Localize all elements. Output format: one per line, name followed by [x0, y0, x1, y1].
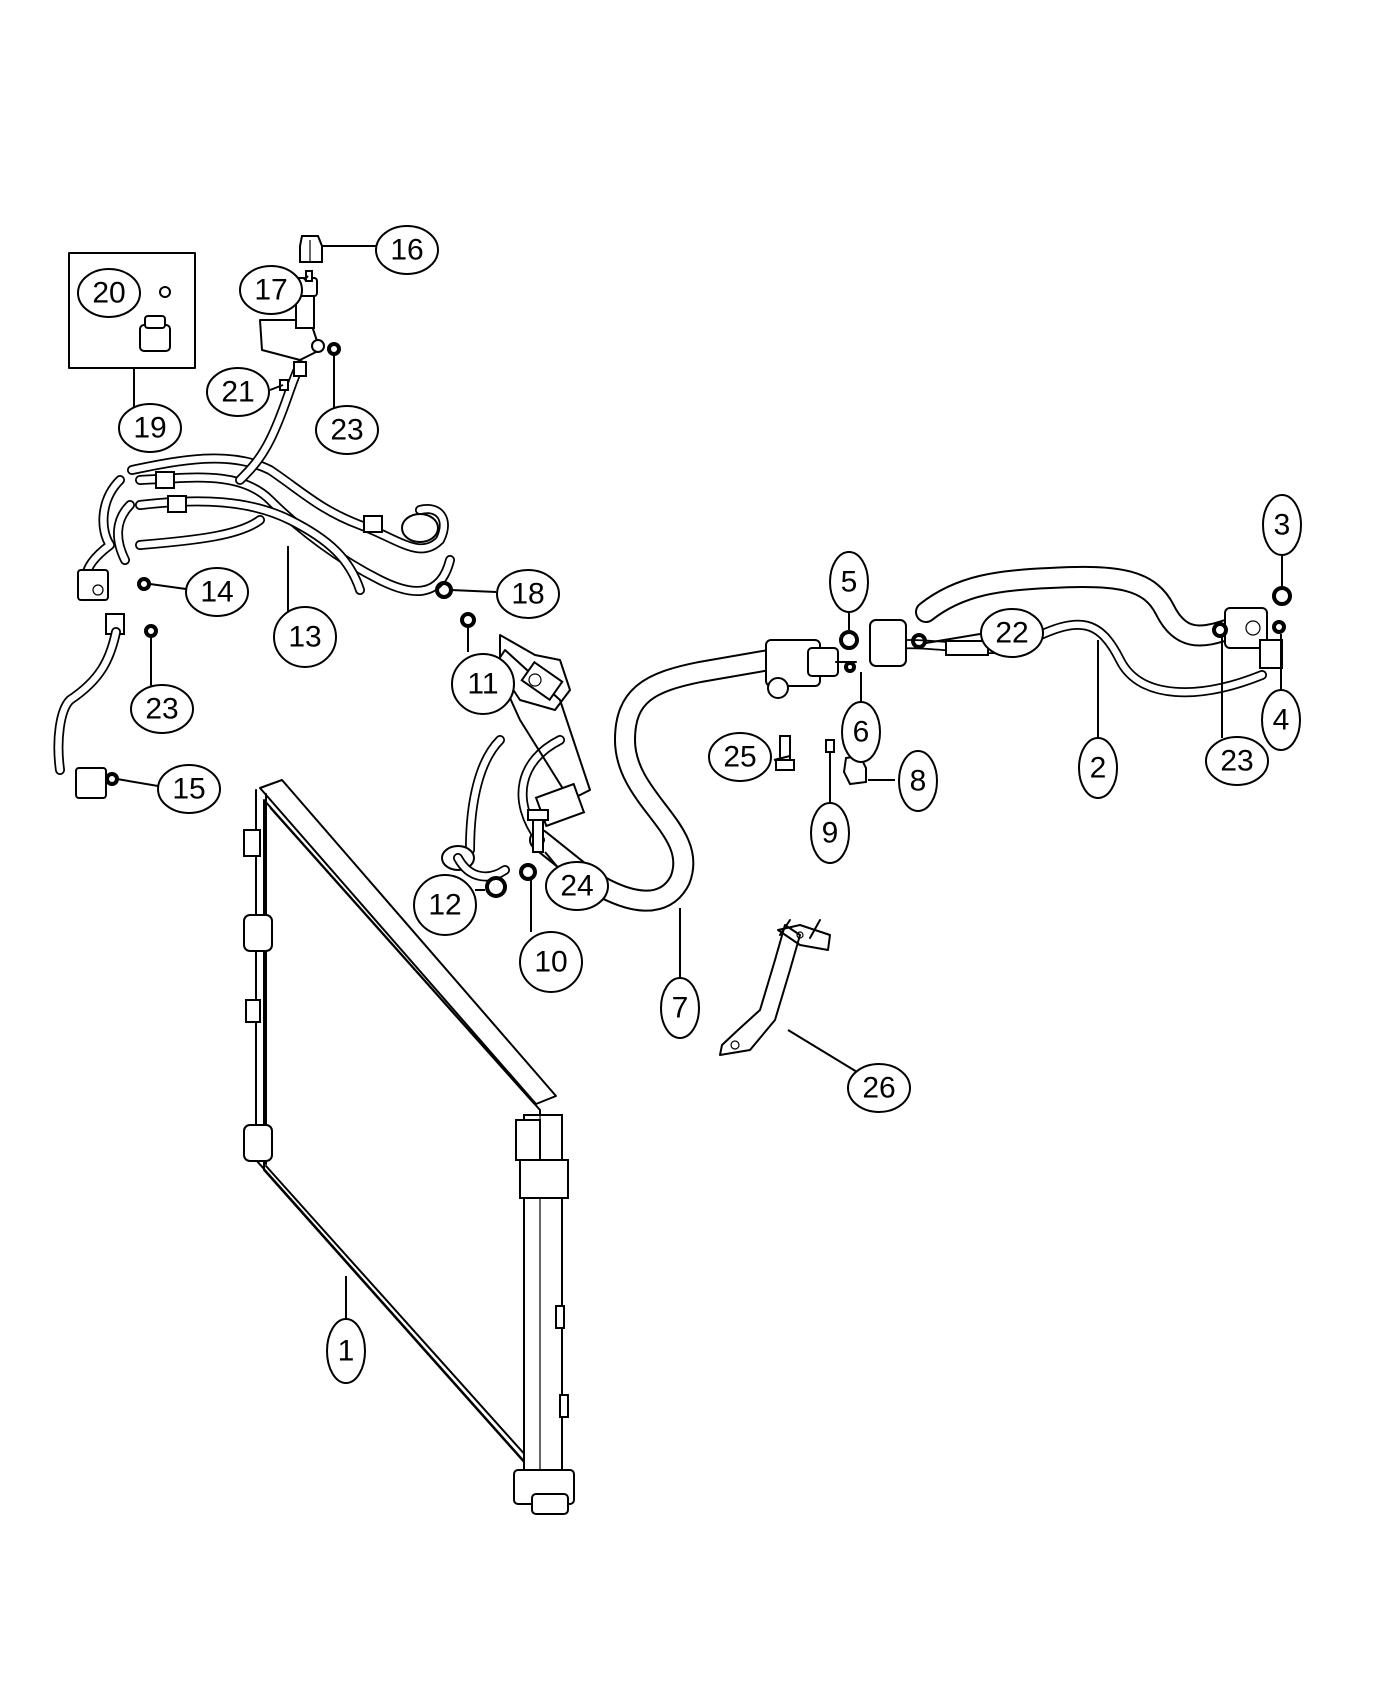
- svg-text:10: 10: [534, 946, 567, 979]
- ac-line-part-2: [869, 565, 1283, 698]
- svg-text:3: 3: [1274, 509, 1291, 542]
- svg-text:8: 8: [910, 765, 927, 798]
- svg-text:20: 20: [92, 277, 125, 310]
- svg-text:16: 16: [390, 234, 423, 267]
- callout-18: 18: [496, 569, 560, 619]
- callout-4: 4: [1261, 689, 1301, 751]
- callout-15: 15: [157, 764, 221, 814]
- kit-box-19: [68, 252, 196, 369]
- svg-text:1: 1: [338, 1335, 355, 1368]
- svg-text:11: 11: [467, 668, 498, 701]
- svg-text:24: 24: [560, 870, 593, 903]
- svg-text:13: 13: [288, 621, 321, 654]
- svg-text:23: 23: [330, 414, 363, 447]
- svg-text:9: 9: [822, 817, 839, 850]
- o-ring-part-15: [105, 772, 119, 786]
- callout-23-top: 23: [315, 405, 379, 455]
- svg-text:6: 6: [853, 716, 870, 749]
- callout-2: 2: [1078, 737, 1118, 799]
- callout-21: 21: [206, 367, 270, 417]
- callout-12: 12: [413, 874, 477, 936]
- callout-17: 17: [239, 265, 303, 315]
- nut-part-23-right: [1212, 622, 1228, 638]
- ac-line-part-13: [53, 453, 455, 799]
- bolt-part-24: [527, 809, 549, 853]
- o-ring-part-12: [485, 876, 507, 898]
- callout-16: 16: [375, 225, 439, 275]
- o-ring-part-4: [1272, 620, 1286, 634]
- valve-core-part-17: [305, 270, 313, 282]
- callout-9: 9: [810, 802, 850, 864]
- svg-text:12: 12: [428, 889, 461, 922]
- charge-port-assembly: [235, 277, 325, 485]
- callout-10: 10: [519, 931, 583, 993]
- svg-text:23: 23: [145, 693, 178, 726]
- o-ring-part-10: [519, 863, 537, 881]
- callout-25: 25: [708, 732, 772, 782]
- svg-text:26: 26: [862, 1072, 895, 1105]
- callout-26: 26: [847, 1063, 911, 1113]
- callout-1: 1: [326, 1318, 366, 1384]
- callout-24: 24: [545, 861, 609, 911]
- o-ring-part-14: [137, 577, 151, 591]
- svg-text:23: 23: [1220, 745, 1253, 778]
- callout-3: 3: [1262, 494, 1302, 556]
- fitting-part-21: [279, 379, 289, 391]
- bracket-part-26: [719, 919, 831, 1056]
- callout-23-left: 23: [130, 684, 194, 734]
- condenser-part: [243, 779, 575, 1515]
- svg-text:7: 7: [672, 992, 689, 1025]
- bolt-part-25: [775, 735, 795, 771]
- svg-text:18: 18: [511, 578, 544, 611]
- callout-8: 8: [898, 750, 938, 812]
- callout-22: 22: [980, 608, 1044, 658]
- fitting-part-9: [825, 739, 835, 753]
- service-cap-part-16: [299, 235, 323, 263]
- svg-text:5: 5: [841, 566, 858, 599]
- callout-13: 13: [273, 606, 337, 668]
- svg-text:22: 22: [995, 617, 1028, 650]
- svg-text:2: 2: [1090, 752, 1107, 785]
- callout-20: 20: [77, 268, 141, 318]
- svg-text:25: 25: [723, 741, 756, 774]
- callout-6: 6: [841, 701, 881, 763]
- o-ring-part-11: [460, 612, 476, 628]
- callout-23-right: 23: [1205, 736, 1269, 786]
- svg-text:4: 4: [1273, 704, 1290, 737]
- svg-text:21: 21: [221, 376, 254, 409]
- pressure-transducer-part-20: [139, 286, 171, 352]
- o-ring-part-22: [911, 633, 927, 649]
- o-ring-part-6: [844, 661, 856, 673]
- ac-line-part-7: [441, 639, 857, 912]
- svg-text:14: 14: [200, 576, 233, 609]
- svg-text:19: 19: [133, 412, 166, 445]
- callout-7: 7: [660, 977, 700, 1039]
- callout-11: 11: [451, 653, 515, 715]
- nut-part-23-top: [327, 342, 341, 356]
- svg-text:15: 15: [172, 773, 205, 806]
- callout-14: 14: [185, 567, 249, 617]
- callout-19: 19: [118, 403, 182, 453]
- o-ring-part-5: [839, 630, 859, 650]
- o-ring-part-18: [435, 581, 453, 599]
- svg-text:17: 17: [254, 274, 287, 307]
- nut-part-23-left: [144, 624, 158, 638]
- callout-5: 5: [829, 551, 869, 613]
- o-ring-part-3: [1272, 586, 1292, 606]
